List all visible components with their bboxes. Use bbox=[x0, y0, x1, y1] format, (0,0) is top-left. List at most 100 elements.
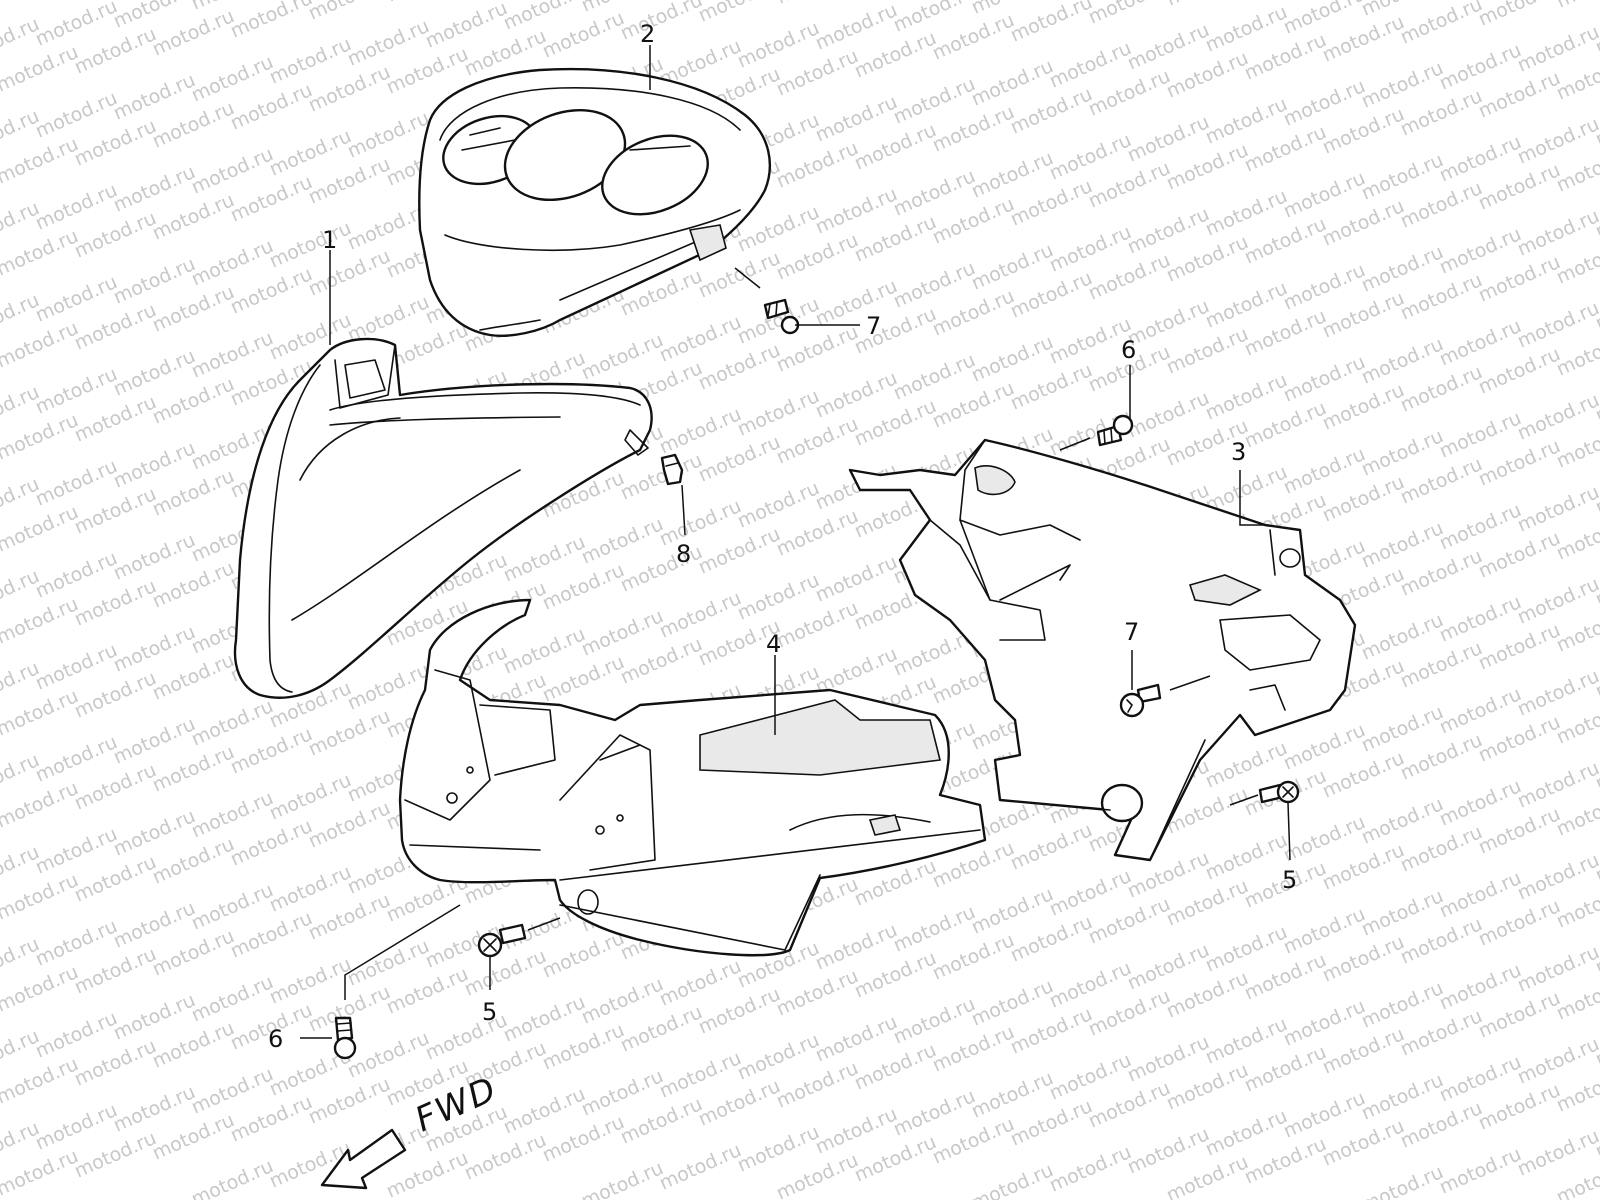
watermark-text: motod.ru bbox=[1475, 1079, 1564, 1135]
watermark-text: motod.ru bbox=[1085, 985, 1174, 1041]
watermark-text: motod.ru bbox=[71, 1127, 160, 1183]
watermark-text: motod.ru bbox=[929, 9, 1018, 65]
watermark-text: motod.ru bbox=[1475, 803, 1564, 859]
watermark-text: motod.ru bbox=[617, 0, 706, 45]
watermark-text: motod.ru bbox=[539, 1111, 628, 1167]
watermark-text: motod.ru bbox=[851, 303, 940, 359]
watermark-text: motod.ru bbox=[773, 965, 862, 1021]
watermark-text: motod.ru bbox=[578, 1157, 667, 1200]
part-4-lower-front-cover[interactable] bbox=[398, 598, 987, 957]
watermark-text: motod.ru bbox=[1397, 637, 1486, 693]
callout-7-right: 7 bbox=[1124, 618, 1139, 646]
watermark-text: motod.ru bbox=[1436, 1143, 1525, 1199]
watermark-text: motod.ru bbox=[1397, 913, 1486, 969]
watermark-text: motod.ru bbox=[1553, 0, 1600, 13]
watermark-text: motod.ru bbox=[0, 0, 82, 5]
callout-7-upper: 7 bbox=[866, 312, 881, 340]
watermark-text: motod.ru bbox=[1397, 1097, 1486, 1153]
watermark-text: motod.ru bbox=[617, 633, 706, 689]
watermark-text: motod.ru bbox=[929, 377, 1018, 433]
watermark-text: motod.ru bbox=[851, 1131, 940, 1187]
watermark-text: motod.ru bbox=[305, 1073, 394, 1129]
watermark-text: motod.ru bbox=[1007, 911, 1096, 967]
watermark-text: motod.ru bbox=[1085, 0, 1174, 29]
watermark-text: motod.ru bbox=[968, 1159, 1057, 1200]
watermark-text: motod.ru bbox=[227, 723, 316, 779]
watermark-text: motod.ru bbox=[383, 963, 472, 1019]
watermark-text: motod.ru bbox=[1163, 323, 1252, 379]
part-1-front-upper-cover[interactable] bbox=[233, 337, 653, 699]
watermark-text: motod.ru bbox=[1319, 839, 1408, 895]
watermark-text: motod.ru bbox=[851, 1039, 940, 1095]
watermark-text: motod.ru bbox=[1358, 1161, 1447, 1200]
watermark-text: motod.ru bbox=[1241, 1041, 1330, 1097]
callout-4: 4 bbox=[766, 630, 781, 658]
watermark-text: motod.ru bbox=[1475, 67, 1564, 123]
watermark-text: motod.ru bbox=[1514, 757, 1600, 813]
watermark-text: motod.ru bbox=[305, 889, 394, 945]
watermark-text: motod.ru bbox=[1319, 747, 1408, 803]
callout-labels: 1 2 3 4 5 5 6 6 7 7 8 bbox=[268, 20, 1297, 1053]
screw-7-upper[interactable] bbox=[763, 298, 800, 335]
watermark-text: motod.ru bbox=[1475, 527, 1564, 583]
watermark-text: motod.ru bbox=[617, 541, 706, 597]
watermark-text: motod.ru bbox=[227, 1091, 316, 1147]
screw-5-right[interactable] bbox=[1258, 780, 1300, 804]
screw-6-lower[interactable] bbox=[333, 1016, 357, 1060]
watermark-text: motod.ru bbox=[1397, 453, 1486, 509]
watermark-text: motod.ru bbox=[929, 1021, 1018, 1077]
watermark-text: motod.ru bbox=[1397, 269, 1486, 325]
watermark-text: motod.ru bbox=[773, 1057, 862, 1113]
watermark-text: motod.ru bbox=[71, 1035, 160, 1091]
watermark-text: motod.ru bbox=[1397, 545, 1486, 601]
part-3-inner-leg-shield[interactable] bbox=[848, 438, 1357, 862]
watermark-text: motod.ru bbox=[929, 101, 1018, 157]
watermark-text: motod.ru bbox=[1514, 389, 1600, 445]
part-8-clip[interactable] bbox=[660, 453, 684, 486]
watermark-text: motod.ru bbox=[1085, 65, 1174, 121]
watermark-text: motod.ru bbox=[149, 5, 238, 61]
watermark-text: motod.ru bbox=[383, 0, 472, 7]
watermark-text: motod.ru bbox=[461, 945, 550, 1001]
callout-1: 1 bbox=[322, 226, 337, 254]
screw-5-lower[interactable] bbox=[477, 923, 527, 958]
leader-lines bbox=[300, 45, 1291, 1039]
watermark-text: motod.ru bbox=[695, 983, 784, 1039]
watermark-text: motod.ru bbox=[1163, 1059, 1252, 1115]
watermark-text: motod.ru bbox=[149, 1109, 238, 1165]
watermark-text: motod.ru bbox=[1514, 573, 1600, 629]
watermark-text: motod.ru bbox=[1163, 139, 1252, 195]
watermark-text: motod.ru bbox=[71, 759, 160, 815]
watermark-text: motod.ru bbox=[149, 833, 238, 889]
watermark-text: motod.ru bbox=[1397, 821, 1486, 877]
watermark-text: motod.ru bbox=[1475, 251, 1564, 307]
watermark-text: motod.ru bbox=[929, 929, 1018, 985]
watermark-text: motod.ru bbox=[1007, 267, 1096, 323]
watermark-text: motod.ru bbox=[71, 23, 160, 79]
callout-5-right: 5 bbox=[1282, 866, 1297, 894]
watermark-text: motod.ru bbox=[71, 299, 160, 355]
watermark-text: motod.ru bbox=[539, 927, 628, 983]
watermark-text: motod.ru bbox=[1397, 0, 1486, 49]
callout-8: 8 bbox=[676, 540, 691, 568]
watermark-text: motod.ru bbox=[305, 797, 394, 853]
screw-6-upper[interactable] bbox=[1096, 414, 1134, 447]
watermark-text: motod.ru bbox=[227, 171, 316, 227]
watermark-text: motod.ru bbox=[539, 651, 628, 707]
watermark-text: motod.ru bbox=[851, 119, 940, 175]
watermark-text: motod.ru bbox=[1397, 729, 1486, 785]
watermark-text: motod.ru bbox=[1514, 21, 1600, 77]
watermark-text: motod.ru bbox=[539, 1019, 628, 1075]
watermark-text: motod.ru bbox=[149, 649, 238, 705]
watermark-text: motod.ru bbox=[1085, 157, 1174, 213]
watermark-text: motod.ru bbox=[1319, 287, 1408, 343]
watermark-text: motod.ru bbox=[1475, 895, 1564, 951]
screw-7-right[interactable] bbox=[1119, 683, 1162, 718]
watermark-text: motod.ru bbox=[1163, 875, 1252, 931]
watermark-text: motod.ru bbox=[1163, 0, 1252, 11]
watermark-text: motod.ru bbox=[1319, 471, 1408, 527]
part-2-meter-cover[interactable] bbox=[418, 67, 772, 337]
callout-5-lower: 5 bbox=[482, 998, 497, 1026]
watermark-text: motod.ru bbox=[305, 705, 394, 761]
